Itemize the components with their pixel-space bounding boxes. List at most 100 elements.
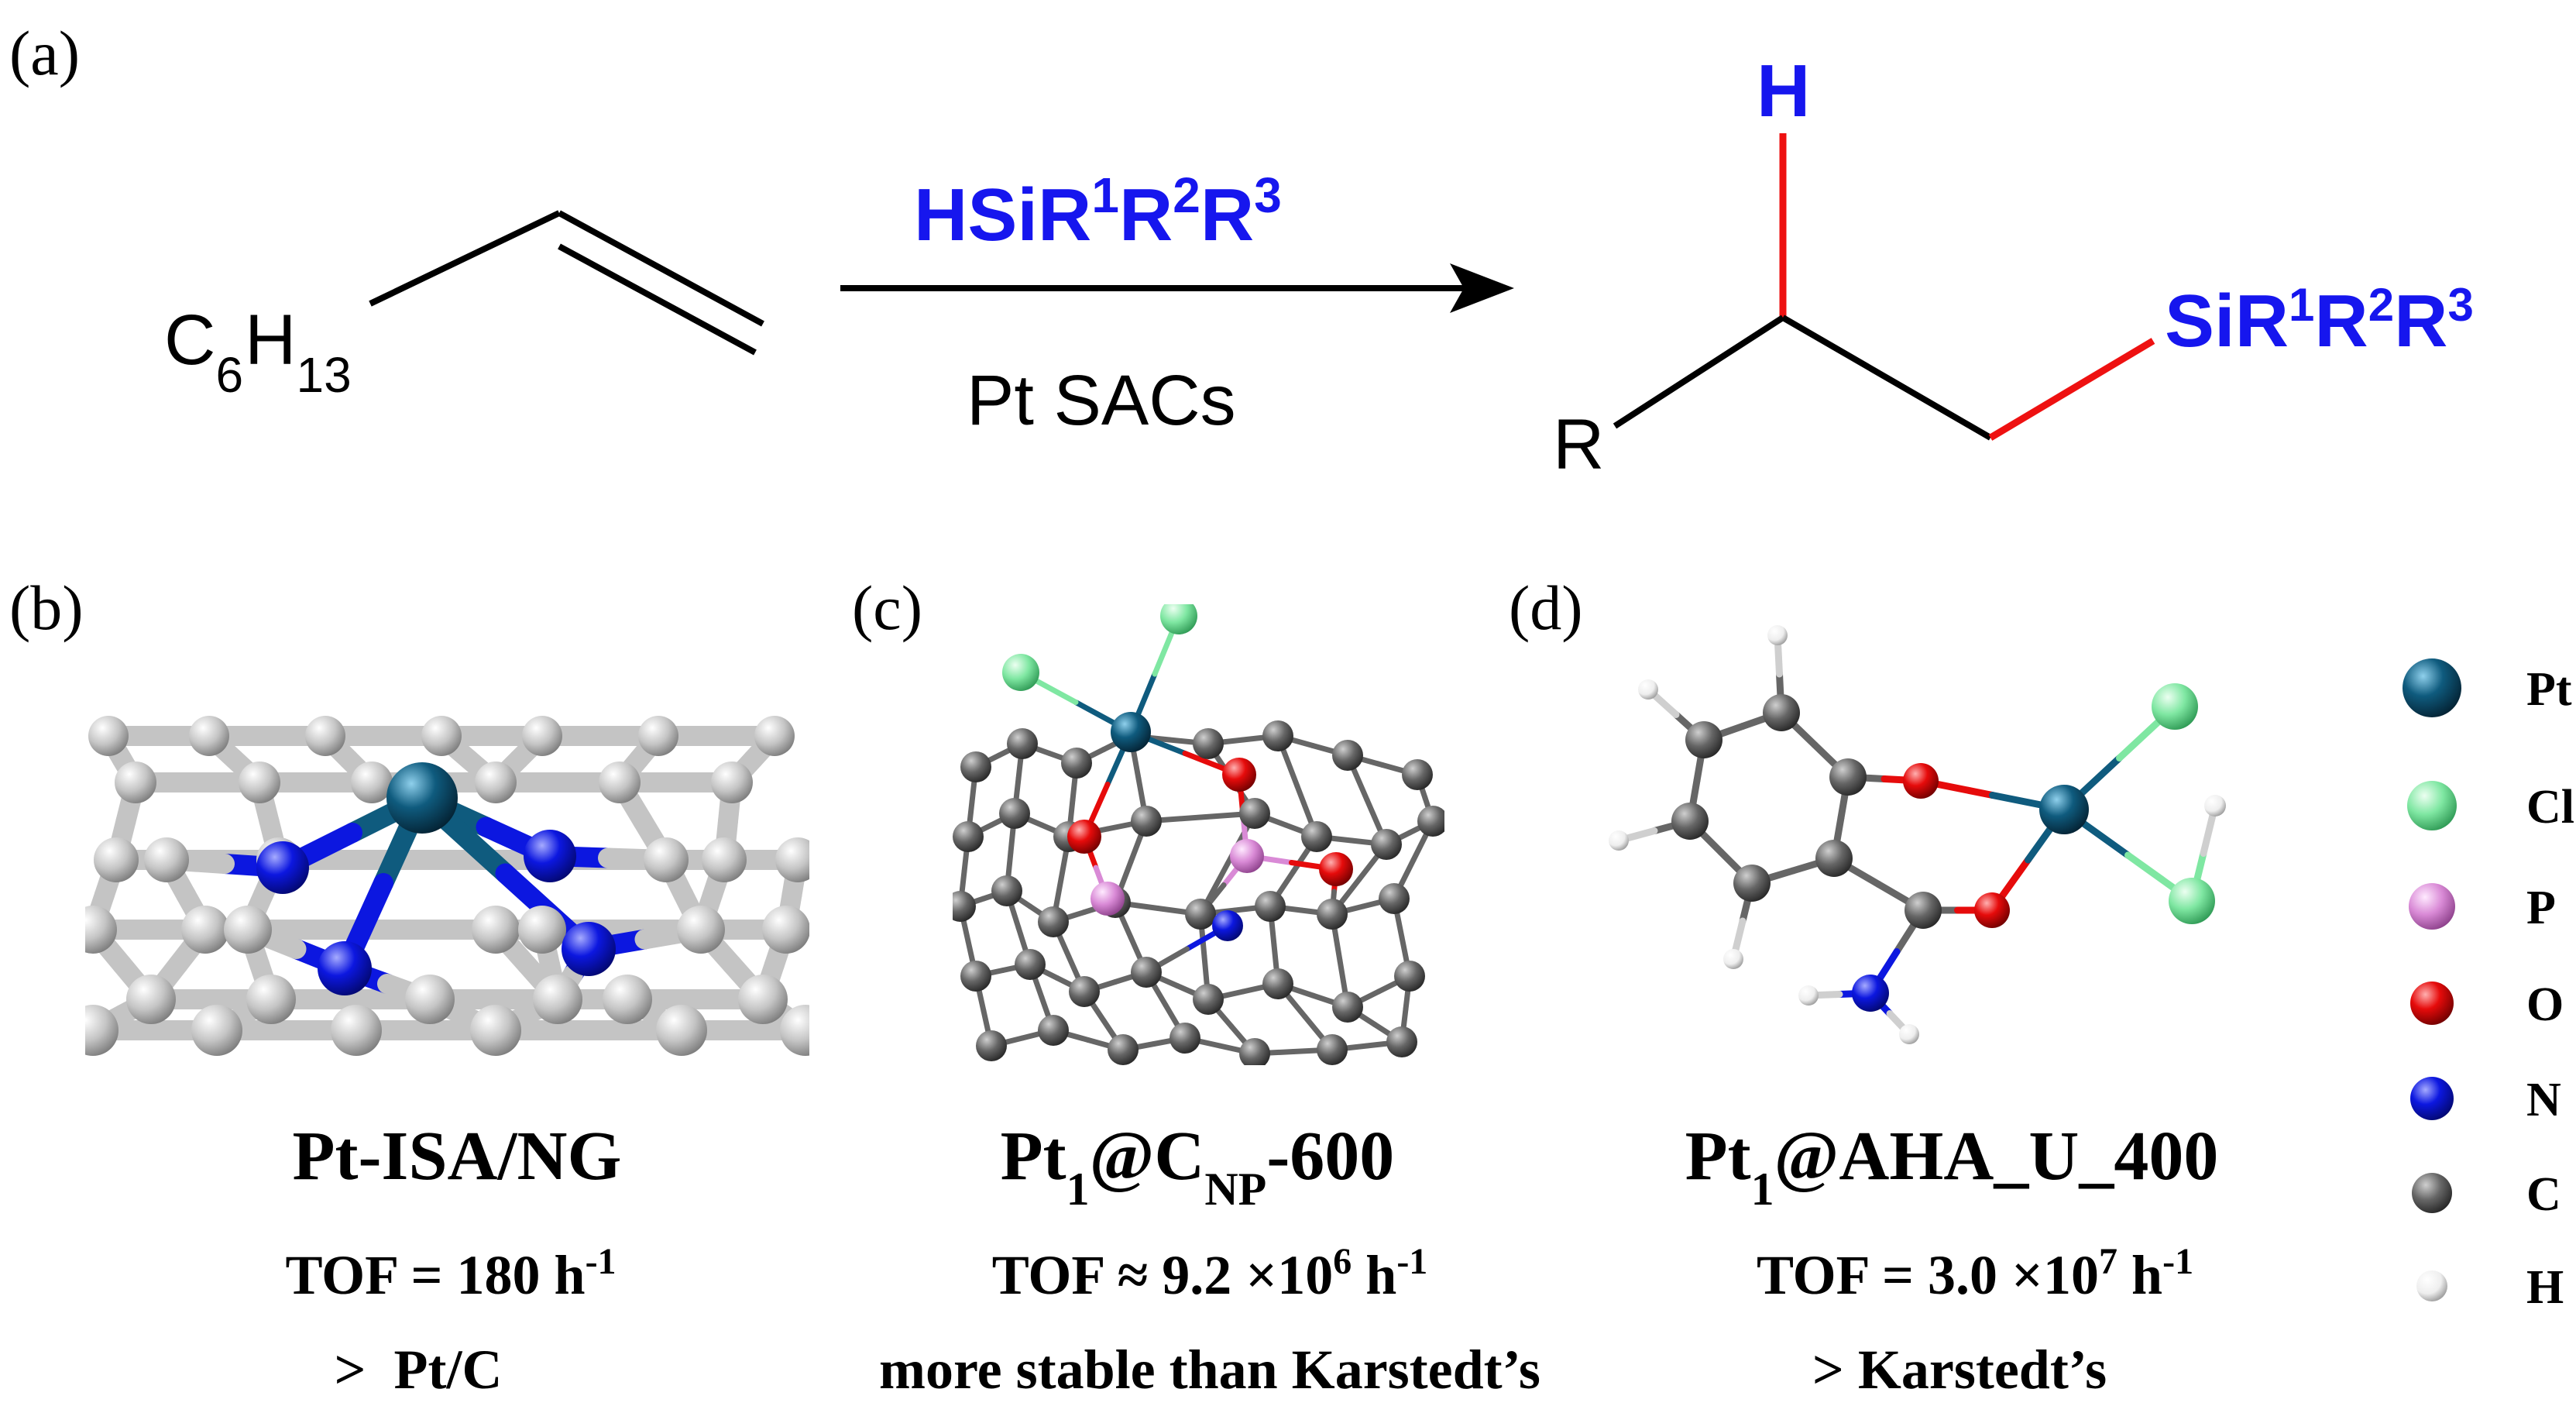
model-c-atom-n xyxy=(1212,910,1243,941)
panel-label-d: (d) xyxy=(1509,572,1583,643)
model-c-atom-c xyxy=(1131,957,1162,988)
product-r-group: R xyxy=(1553,405,1604,484)
model-d-atom-o xyxy=(1903,763,1939,799)
model-b-atom-sc xyxy=(144,837,189,882)
model-c-atom-o xyxy=(1319,852,1353,886)
model-b-atom-sc xyxy=(522,716,562,756)
comparison-c: more stable than Karstedt’s xyxy=(879,1339,1540,1401)
model-b-atom-sc xyxy=(351,762,393,803)
model-b-atom-sc xyxy=(656,1005,707,1056)
model-b-atom-sc xyxy=(775,837,809,882)
product: H R SiR1R2R3 xyxy=(1553,50,2474,484)
model-b-atom-sc xyxy=(85,1005,118,1056)
model-c-atom-c xyxy=(1394,961,1425,992)
model-c-atom-p xyxy=(1091,882,1125,916)
model-b-atom-n xyxy=(256,841,309,894)
model-c-atom-c xyxy=(1108,1034,1139,1065)
model-c-atom-c xyxy=(1255,891,1286,922)
legend-label-p: P xyxy=(2526,882,2556,934)
model-d-atom-c xyxy=(1763,694,1800,731)
model-b-atom-n xyxy=(562,922,616,976)
model-c-atom-c xyxy=(1239,1038,1270,1065)
legend-swatch-pt xyxy=(2403,658,2461,717)
model-b-atom-sc xyxy=(421,716,462,756)
model-c-atom-c xyxy=(1007,728,1038,759)
model-c-atom-p xyxy=(1230,839,1264,873)
model-b-atom-sc xyxy=(677,906,725,954)
reaction-arrow: HSiR1R2R3 Pt SACs xyxy=(840,167,1514,440)
model-b-atom-sc xyxy=(239,762,280,803)
model-b-atom-sc xyxy=(126,975,176,1024)
tof-d: TOF = 3.0 ×107 h-1 xyxy=(1757,1241,2193,1307)
legend-swatch-p xyxy=(2409,883,2455,930)
catalyst-name-b: Pt-ISA/NG xyxy=(293,1118,622,1195)
model-b-atom-sc xyxy=(405,975,455,1024)
model-d-atom-h xyxy=(1638,679,1658,700)
model-d-atom-c xyxy=(1815,840,1853,877)
catalyst-name-d: Pt1@AHA_U_400 xyxy=(1685,1118,2219,1215)
arrow-head xyxy=(1450,263,1514,313)
model-b-atom-n xyxy=(318,941,372,995)
model-b-atom-sc xyxy=(191,1005,242,1056)
model-c-atom-c xyxy=(1371,829,1402,860)
reactant-subscript-6: 6 xyxy=(215,347,243,403)
legend-swatch-h xyxy=(2416,1270,2447,1301)
model-c-atom-c xyxy=(960,961,991,992)
model-c-atom-c xyxy=(1069,976,1100,1007)
model-b-atom-sc xyxy=(533,975,582,1024)
legend-swatch-n xyxy=(2410,1077,2454,1120)
model-b-atom-sc xyxy=(470,1005,521,1056)
model-d-atom-n xyxy=(1852,975,1889,1012)
model-c-atom-c xyxy=(1262,720,1293,751)
product-cc-bond xyxy=(1781,315,1993,441)
silane-reagent: HSiR1R2R3 xyxy=(914,167,1282,256)
model-c-atom-c xyxy=(1015,949,1046,980)
legend-label-h: H xyxy=(2526,1261,2564,1314)
model-b-atom-sc xyxy=(85,906,117,954)
model-d-atom-cl xyxy=(2152,683,2198,730)
model-c-atom-c xyxy=(991,875,1022,906)
model-d-bonds xyxy=(1615,631,2219,1038)
new-csi-bond xyxy=(1988,338,2155,441)
panel-label-b: (b) xyxy=(9,572,84,643)
panel-label-a: (a) xyxy=(9,18,80,88)
model-c-atom-c xyxy=(1262,968,1293,999)
model-d-atom-c xyxy=(1733,865,1771,902)
model-b-atom-sc xyxy=(305,716,345,756)
legend-label-c: C xyxy=(2526,1168,2561,1221)
legend-label-n: N xyxy=(2526,1074,2561,1126)
model-c-atom-c xyxy=(960,751,991,782)
model-b-atom-sc xyxy=(246,975,296,1024)
model-c-atoms xyxy=(953,604,1444,1065)
model-b-atom-sc xyxy=(224,906,272,954)
pt-isa-ng-model xyxy=(85,716,809,1056)
product-silyl-group: SiR1R2R3 xyxy=(2165,279,2474,363)
model-c-atom-c xyxy=(1332,992,1363,1023)
model-b-atom-sc xyxy=(762,906,809,954)
model-c-atom-c xyxy=(1170,1023,1200,1054)
model-c-atom-c xyxy=(1386,1026,1417,1057)
model-b-atom-sc xyxy=(181,906,229,954)
model-c-atom-c xyxy=(1131,806,1162,837)
model-d-atom-c xyxy=(1685,721,1722,758)
model-c-atom-c xyxy=(1332,740,1363,771)
alkene-reactant: C6H13 xyxy=(164,210,764,403)
caption-d: Pt1@AHA_U_400 TOF = 3.0 ×107 h-1 > Karst… xyxy=(1685,1118,2219,1401)
model-c-atom-c xyxy=(1193,984,1224,1015)
model-b-atom-pt xyxy=(386,762,458,834)
model-b-atom-sc xyxy=(472,906,520,954)
model-c-atom-cl xyxy=(1160,604,1197,634)
model-d-atom-h xyxy=(2204,795,2226,817)
model-c-atom-c xyxy=(1317,899,1348,930)
model-d-atom-h xyxy=(1899,1024,1919,1044)
product-hydrogen: H xyxy=(1757,50,1810,132)
model-b-atom-sc xyxy=(88,716,129,756)
reactant-formula: C6H13 xyxy=(164,301,352,403)
caption-b: Pt-ISA/NG TOF = 180 h-1 > Pt/C xyxy=(285,1118,621,1401)
model-d-atom-c xyxy=(1671,803,1709,840)
model-b-atom-sc xyxy=(711,762,753,803)
model-c-atom-c xyxy=(953,821,984,852)
model-c-atom-c xyxy=(953,891,976,922)
